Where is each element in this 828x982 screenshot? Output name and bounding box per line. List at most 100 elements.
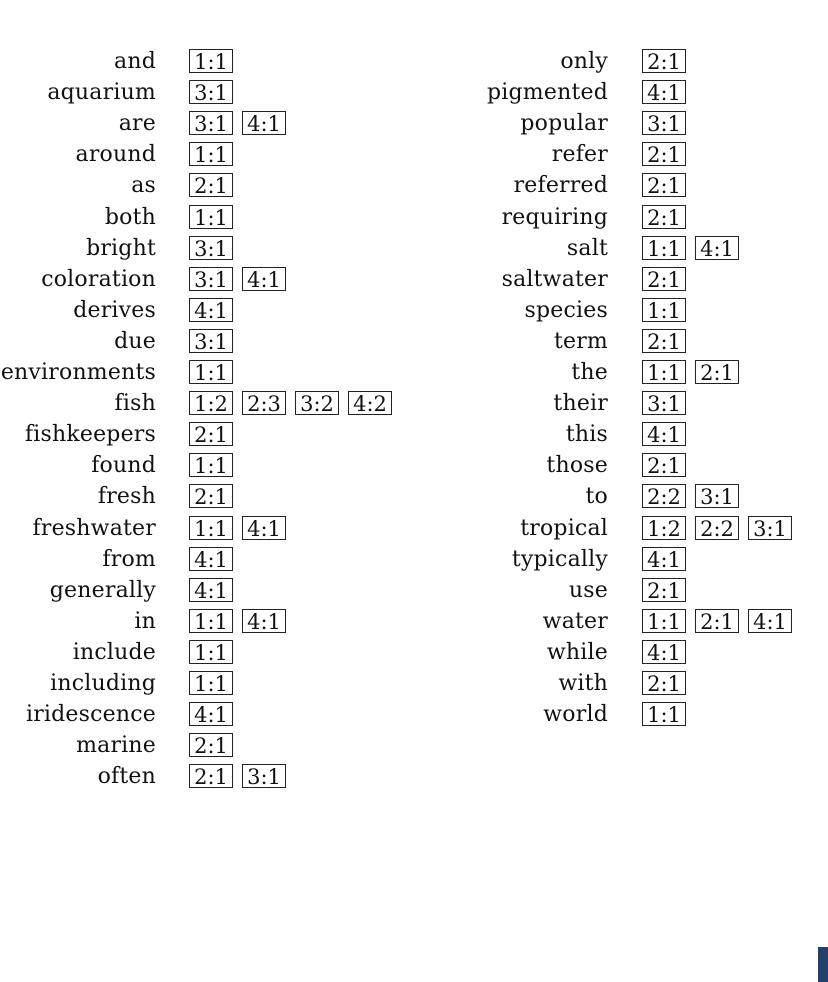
index-term: often <box>97 764 156 790</box>
reference-box: 2:1 <box>189 733 233 758</box>
reference-box: 3:1 <box>242 764 286 789</box>
reference-box: 2:1 <box>642 671 686 696</box>
reference-box: 3:1 <box>189 266 233 292</box>
reference-box: 2:1 <box>642 453 686 478</box>
index-refs: 4:1 <box>189 297 233 323</box>
index-refs: 4:1 <box>189 577 233 603</box>
reference-box: 4:1 <box>642 639 686 665</box>
index-term: species <box>524 297 608 323</box>
index-term: both <box>104 204 156 230</box>
index-refs: 4:1 <box>642 546 686 572</box>
index-refs: 3:1 <box>189 80 233 105</box>
index-refs: 3:1 <box>189 328 233 354</box>
reference-box: 4:1 <box>189 702 233 727</box>
index-refs: 4:1 <box>642 639 686 665</box>
index-term: fishkeepers <box>24 422 156 448</box>
index-refs: 3:1 4:1 <box>189 266 286 292</box>
index-refs: 2:1 <box>189 733 233 758</box>
reference-box: 3:1 <box>189 80 233 105</box>
index-term: include <box>72 639 156 665</box>
reference-box: 4:1 <box>242 266 286 292</box>
index-term: derives <box>73 297 156 323</box>
index-term: popular <box>520 111 608 137</box>
reference-box: 4:1 <box>189 546 233 572</box>
index-term: aquarium <box>47 80 156 106</box>
index-term: due <box>114 328 156 354</box>
reference-box: 1:1 <box>642 608 686 634</box>
reference-box: 2:1 <box>695 608 739 634</box>
index-refs: 4:1 <box>642 80 686 105</box>
index-term: as <box>131 173 156 199</box>
reference-box: 2:1 <box>189 173 233 198</box>
index-entry: their 3:1 <box>0 388 828 419</box>
index-refs: 4:1 <box>189 546 233 572</box>
reference-box: 1:1 <box>189 639 233 665</box>
reference-box: 4:1 <box>242 608 286 634</box>
reference-box: 4:2 <box>348 391 392 416</box>
index-refs: 1:1 <box>189 49 233 74</box>
reference-box: 4:1 <box>695 235 739 261</box>
index-term: generally <box>49 577 156 603</box>
index-term: bright <box>86 235 156 261</box>
index-refs: 1:1 <box>189 204 233 230</box>
reference-box: 2:1 <box>642 173 686 198</box>
index-term: environments <box>0 360 156 385</box>
reference-box: 2:1 <box>189 484 233 509</box>
reference-box: 1:1 <box>642 297 686 323</box>
index-term: found <box>91 453 156 479</box>
index-refs: 1:1 <box>642 702 686 727</box>
index-term: fish <box>114 391 156 417</box>
index-entry: both 1:1 <box>0 202 828 233</box>
reference-box: 1:1 <box>642 360 686 385</box>
index-term: their <box>553 391 608 417</box>
reference-box: 4:1 <box>748 608 792 634</box>
index-entry: found 1:1 <box>0 450 828 481</box>
reference-box: 3:1 <box>642 391 686 416</box>
index-term: water <box>542 608 608 634</box>
reference-box: 3:2 <box>295 391 339 416</box>
index-refs: 1:1 <box>189 360 233 385</box>
index-entry: as 2:1 <box>0 170 828 201</box>
index-refs: 1:1 <box>642 297 686 323</box>
reference-box: 1:1 <box>189 453 233 478</box>
reference-box: 1:1 <box>189 671 233 696</box>
reference-box: 4:1 <box>242 111 286 136</box>
index-refs: 1:1 <box>189 671 233 696</box>
index-entry: environments 1:1 <box>0 357 828 388</box>
index-term: salt <box>566 235 608 261</box>
reference-box: 2:1 <box>642 142 686 167</box>
reference-box: 1:2 <box>642 515 686 541</box>
index-term: those <box>546 453 608 479</box>
index-term: from <box>102 546 156 572</box>
reference-box: 2:1 <box>189 764 233 789</box>
index-refs: 3:1 <box>642 111 686 136</box>
reference-box: 2:2 <box>642 484 686 509</box>
reference-box: 4:1 <box>642 546 686 572</box>
reference-box: 1:2 <box>189 391 233 416</box>
index-entry: popular 3:1 <box>0 108 828 139</box>
index-refs: 2:1 <box>642 671 686 696</box>
index-term: term <box>553 328 608 354</box>
reference-box: 1:1 <box>189 515 233 541</box>
